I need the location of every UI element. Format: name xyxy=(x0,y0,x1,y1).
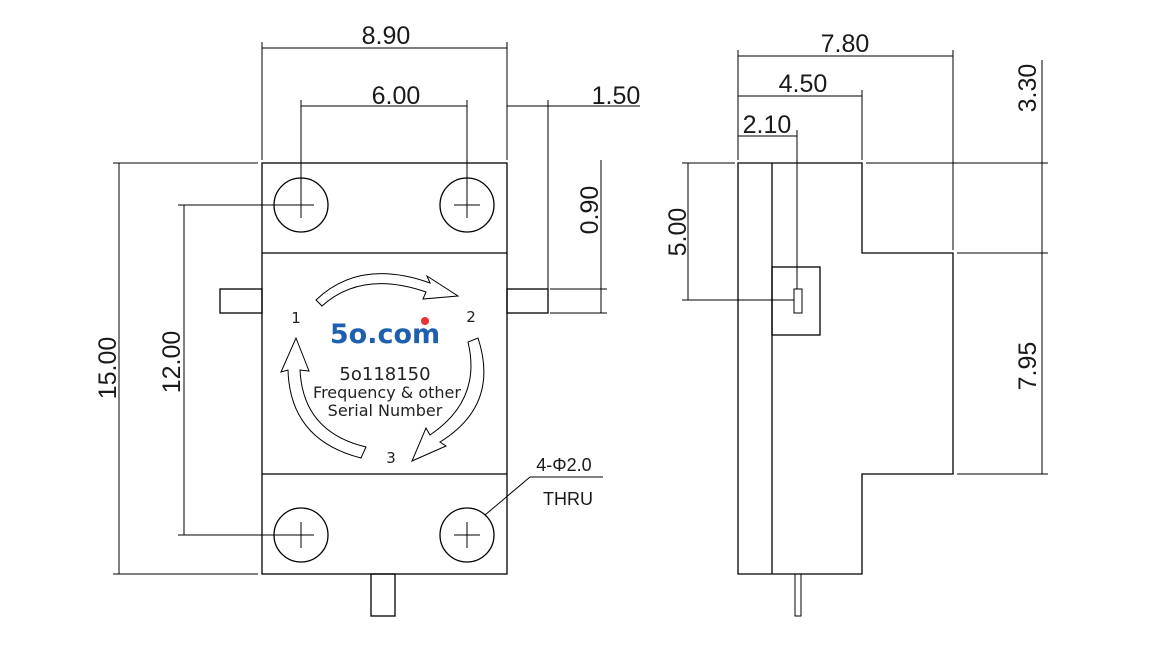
dim-overall-depth: 7.80 xyxy=(737,30,954,250)
bottom-tab xyxy=(370,573,396,617)
dim-hole-spacing-y: 12.00 xyxy=(158,204,301,536)
arrow-2-to-3 xyxy=(411,337,485,462)
front-view: 1 2 3 5o.com 5o118150 Frequency & other … xyxy=(94,22,640,617)
dim-pin-offset: 2.10 xyxy=(738,111,798,289)
side-bottom-pin xyxy=(794,573,802,617)
right-tab xyxy=(506,288,549,314)
dim-tab-thickness: 0.90 xyxy=(550,160,607,314)
mounting-hole-bottom-right xyxy=(439,507,495,563)
hole-callout-leader xyxy=(484,476,531,516)
dim-hole-spacing-x: 6.00 xyxy=(300,82,468,205)
dim-hole-spacing-y-label: 12.00 xyxy=(158,331,186,394)
circulation-arrows xyxy=(280,273,485,462)
side-view: 7.80 4.50 2.10 3.30 7.95 xyxy=(664,30,1048,617)
left-tab xyxy=(219,288,263,314)
company-logo: 5o.com xyxy=(330,319,440,350)
label-line-2: Serial Number xyxy=(328,401,443,420)
side-pin-slot xyxy=(793,288,803,314)
arrow-3-to-1 xyxy=(280,336,367,459)
dim-pin-offset-label: 2.10 xyxy=(743,111,792,139)
dim-overall-width: 8.90 xyxy=(261,22,508,160)
side-body-outline xyxy=(737,162,954,575)
arrow-1-to-2 xyxy=(315,273,460,307)
port-2-label: 2 xyxy=(466,308,476,326)
hole-callout-text: 4-Φ2.0 xyxy=(536,455,591,475)
dim-pin-height-label: 5.00 xyxy=(664,208,692,257)
dim-step-depth-label: 4.50 xyxy=(779,70,828,98)
dim-top-section: 3.30 xyxy=(866,60,1048,254)
dim-tab-length: 1.50 xyxy=(507,82,640,289)
dim-overall-height-label: 15.00 xyxy=(94,337,122,400)
dim-top-section-label: 3.30 xyxy=(1014,64,1042,113)
dim-overall-height: 15.00 xyxy=(94,162,258,575)
part-number: 5o118150 xyxy=(339,364,430,385)
dim-overall-depth-label: 7.80 xyxy=(821,30,870,58)
side-pin-box xyxy=(771,266,821,336)
dim-pin-height: 5.00 xyxy=(664,162,794,301)
port-3-label: 3 xyxy=(386,449,396,467)
dim-hole-spacing-x-label: 6.00 xyxy=(372,82,421,110)
port-1-label: 1 xyxy=(291,309,301,327)
hole-callout-thru: THRU xyxy=(543,489,593,509)
dim-tab-length-label: 1.50 xyxy=(592,82,641,110)
dim-lower-section: 7.95 xyxy=(957,253,1048,475)
dim-overall-width-label: 8.90 xyxy=(362,22,411,50)
label-line-1: Frequency & other xyxy=(313,383,461,402)
dim-step-depth: 4.50 xyxy=(738,70,863,160)
logo-red-dot xyxy=(421,317,429,325)
dim-lower-section-label: 7.95 xyxy=(1014,342,1042,391)
dim-tab-thickness-label: 0.90 xyxy=(576,186,604,235)
